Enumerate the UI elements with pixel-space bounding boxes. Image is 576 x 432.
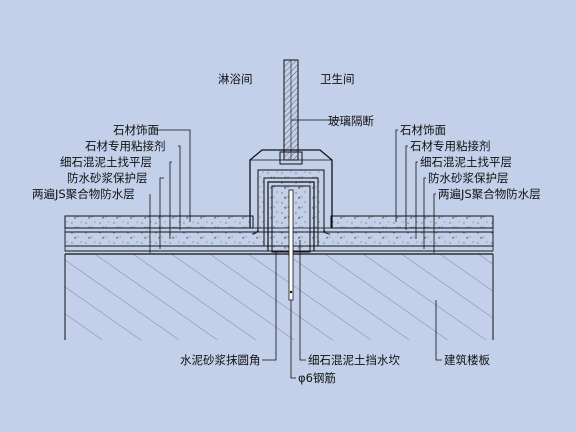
right-layer-1: 石材饰面: [400, 123, 446, 137]
leaders-left: [149, 129, 191, 253]
mortar-fillet: [251, 227, 331, 235]
left-layer-4: 防水砂浆保护层: [67, 171, 148, 185]
right-layer-3: 细石混泥土找平层: [420, 155, 512, 169]
left-layer-5: 两遍JS聚合物防水层: [32, 187, 135, 201]
label-rebar: φ6钢筋: [298, 371, 336, 385]
glass-partition: [283, 59, 299, 161]
label-building-slab: 建筑楼板: [444, 353, 490, 367]
room-label-bathroom: 卫生间: [320, 72, 355, 86]
room-label-shower: 淋浴间: [218, 72, 253, 86]
left-layer-2: 石材专用粘接剂: [85, 139, 166, 153]
label-glass-partition: 玻璃隔断: [328, 114, 374, 128]
leaders-bottom: [262, 240, 442, 379]
left-layer-3: 细石混泥土找平层: [60, 155, 152, 169]
right-layer-4: 防水砂浆保护层: [428, 171, 509, 185]
water-curb: [249, 149, 333, 301]
right-layer-2: 石材专用粘接剂: [410, 139, 491, 153]
leaders-right: [395, 129, 436, 253]
stone-finish-layer: [64, 215, 494, 229]
label-concrete-curb: 细石混泥土挡水坎: [308, 353, 400, 367]
right-layer-5: 两遍JS聚合物防水层: [438, 187, 541, 201]
building-slab: [64, 254, 494, 340]
left-layer-1: 石材饰面: [113, 123, 159, 137]
label-mortar-fillet: 水泥砂浆抹圆角: [180, 353, 261, 367]
